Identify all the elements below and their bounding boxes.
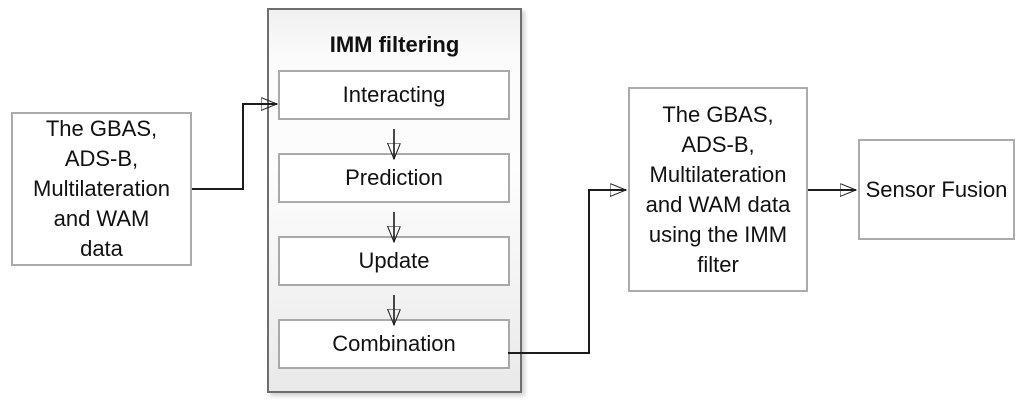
step-interacting: Interacting (278, 70, 510, 120)
arrow-imm-to-output (508, 190, 626, 354)
step-interacting-label: Interacting (342, 82, 446, 107)
imm-filtering-group: IMM filtering Interacting Prediction Upd… (267, 8, 522, 393)
step-prediction-label: Prediction (345, 165, 443, 190)
step-combination-label: Combination (332, 331, 456, 356)
step-update: Update (278, 236, 510, 286)
step-prediction: Prediction (278, 153, 510, 203)
node-output-data: The GBAS, ADS-B, Multilateration and WAM… (628, 87, 808, 292)
node-input-data: The GBAS, ADS-B, Multilateration and WAM… (11, 112, 192, 266)
node-output-data-label: The GBAS, ADS-B, Multilateration and WAM… (645, 101, 791, 277)
node-sensor-fusion: Sensor Fusion (858, 139, 1015, 240)
node-sensor-fusion-label: Sensor Fusion (865, 176, 1008, 202)
step-combination: Combination (278, 319, 510, 369)
imm-group-title: IMM filtering (329, 32, 460, 57)
arrow-input-to-imm (192, 104, 277, 190)
step-update-label: Update (358, 248, 430, 273)
node-input-data-label: The GBAS, ADS-B, Multilateration and WAM… (33, 116, 170, 261)
